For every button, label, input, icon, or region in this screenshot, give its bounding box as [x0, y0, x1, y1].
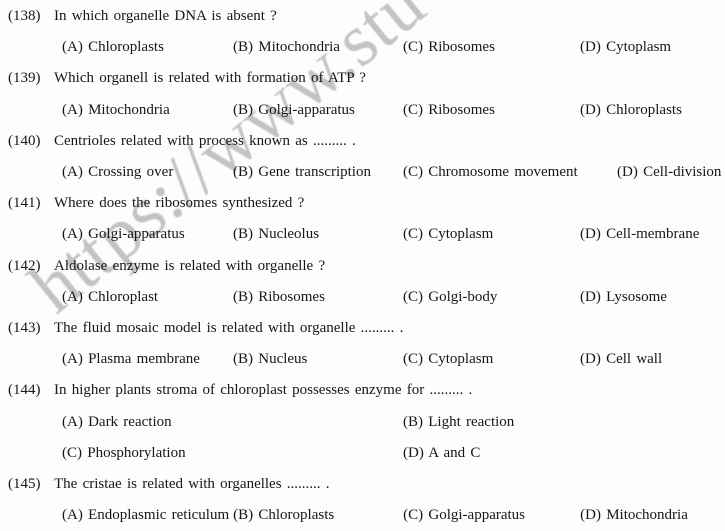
option-a: (A) Endoplasmic reticulum	[62, 507, 230, 524]
option-row: (A) Plasma membrane (B) Nucleus (C) Cytopl…	[0, 344, 725, 375]
option-d: (D) Chloroplasts	[580, 101, 682, 118]
option-a: (A) Golgi-apparatus	[62, 226, 185, 243]
option-d: (D) Mitochondria	[580, 507, 688, 524]
option-d: (D) Cell wall	[580, 351, 663, 368]
option-c: (C) Golgi-body	[403, 288, 498, 305]
question-block: (145) The cristae is related with organel…	[0, 469, 725, 531]
question-line: (140) Centrioles related with process kno…	[0, 126, 725, 157]
option-a: (A) Chloroplast	[62, 288, 159, 305]
question-block: (138)In which organelle DNA is absent ?(…	[0, 1, 725, 63]
option-c: (C) Ribosomes	[403, 39, 495, 56]
option-a: (A) Dark reaction	[62, 413, 172, 430]
question-number: (143)	[8, 319, 41, 336]
question-line: (143) The fluid mosaic model is related w…	[0, 313, 725, 344]
option-c: (C) Ribosomes	[403, 101, 495, 118]
option-d: (D) Cell-division	[617, 164, 722, 181]
option-b: (B) Nucleus	[233, 351, 308, 368]
option-c: (C) Phosphorylation	[62, 444, 186, 461]
option-a: (A) Plasma membrane	[62, 351, 200, 368]
option-b: (B) Ribosomes	[233, 288, 325, 305]
question-text: Where does the ribosomes synthesized ?	[54, 195, 305, 212]
question-number: (139)	[8, 70, 41, 87]
question-line: (141) Where does the ribosomes synthesize…	[0, 188, 725, 219]
option-b: (B) Gene transcription	[233, 164, 371, 181]
question-number: (140)	[8, 132, 41, 149]
option-c: (C) Golgi-apparatus	[403, 507, 526, 524]
option-d: (D) A and C	[403, 444, 481, 461]
question-block: (143) The fluid mosaic model is related w…	[0, 313, 725, 375]
option-row: (A) Chloroplast (B) Ribosomes (C) Golgi-bo…	[0, 282, 725, 313]
question-number: (142)	[8, 257, 41, 274]
question-line: (139) Which organell is related with form…	[0, 63, 725, 94]
option-b: (B) Chloroplasts	[233, 507, 335, 524]
question-block: (141) Where does the ribosomes synthesize…	[0, 188, 725, 250]
option-b: (B) Mitochondria	[233, 39, 340, 56]
question-text: Centrioles related with process known as…	[54, 132, 356, 149]
option-row: (A) Crossing over (B) Gene transcription (…	[0, 157, 725, 188]
question-text: Aldolase enzyme is related with organell…	[54, 257, 326, 274]
question-text: The fluid mosaic model is related with o…	[54, 319, 404, 336]
option-c: (C) Cytoplasm	[403, 226, 494, 243]
question-number: (141)	[8, 195, 41, 212]
option-b: (B) Nucleolus	[233, 226, 320, 243]
question-block: (139) Which organell is related with form…	[0, 63, 725, 125]
option-row: (A) Endoplasmic reticulum(B) Chloroplast…	[0, 500, 725, 531]
option-b: (B) Light reaction	[403, 413, 515, 430]
question-line: (144) In higher plants stroma of chloropl…	[0, 375, 725, 406]
option-a: (A) Mitochondria	[62, 101, 170, 118]
option-row: (A) Dark reaction (B) Light reaction	[0, 406, 725, 437]
option-c: (C) Cytoplasm	[403, 351, 494, 368]
option-c: (C) Chromosome movement	[403, 164, 578, 181]
option-b: (B) Golgi-apparatus	[233, 101, 355, 118]
question-block: (140) Centrioles related with process kno…	[0, 126, 725, 188]
option-a: (A) Chloroplasts	[62, 39, 164, 56]
option-d: (D) Lysosome	[580, 288, 667, 305]
question-line: (138) In which organelle DNA is absent ?	[0, 1, 725, 32]
question-text: Which organell is related with formation…	[54, 70, 366, 87]
option-row: (A) Mitochondria (B) Golgi-apparatus (C) R…	[0, 95, 725, 126]
option-d: (D) Cell-membrane	[580, 226, 700, 243]
question-number: (138)	[8, 8, 41, 25]
option-row: (C) Phosphorylation (D) A and C	[0, 438, 725, 469]
option-d: (D) Cytoplasm	[580, 39, 672, 56]
question-line: (145) The cristae is related with organel…	[0, 469, 725, 500]
question-text: In which organelle DNA is absent ?	[54, 8, 277, 25]
question-block: (142) Aldolase enzyme is related with org…	[0, 251, 725, 313]
option-row: (A) Chloroplasts (B) Mitochondria (C) Ribo…	[0, 32, 725, 63]
option-row: (A) Golgi-apparatus (B) Nucleolus (C) Cyto…	[0, 219, 725, 250]
question-number: (144)	[8, 382, 41, 399]
question-number: (145)	[8, 475, 41, 492]
question-text: In higher plants stroma of chloroplast p…	[54, 382, 473, 399]
option-a: (A) Crossing over	[62, 164, 174, 181]
question-text: The cristae is related with organelles .…	[54, 475, 330, 492]
question-block: (144) In higher plants stroma of chloropl…	[0, 375, 725, 469]
question-line: (142) Aldolase enzyme is related with org…	[0, 251, 725, 282]
